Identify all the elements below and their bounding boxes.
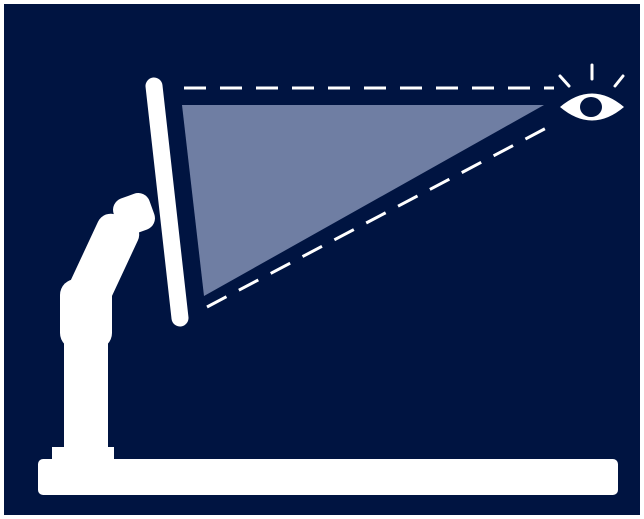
- desk-icon: [38, 459, 618, 495]
- arm-base: [52, 447, 114, 461]
- ergonomic-viewing-illustration: [4, 4, 640, 515]
- illustration-panel: [4, 4, 640, 515]
- arm-column: [64, 329, 108, 447]
